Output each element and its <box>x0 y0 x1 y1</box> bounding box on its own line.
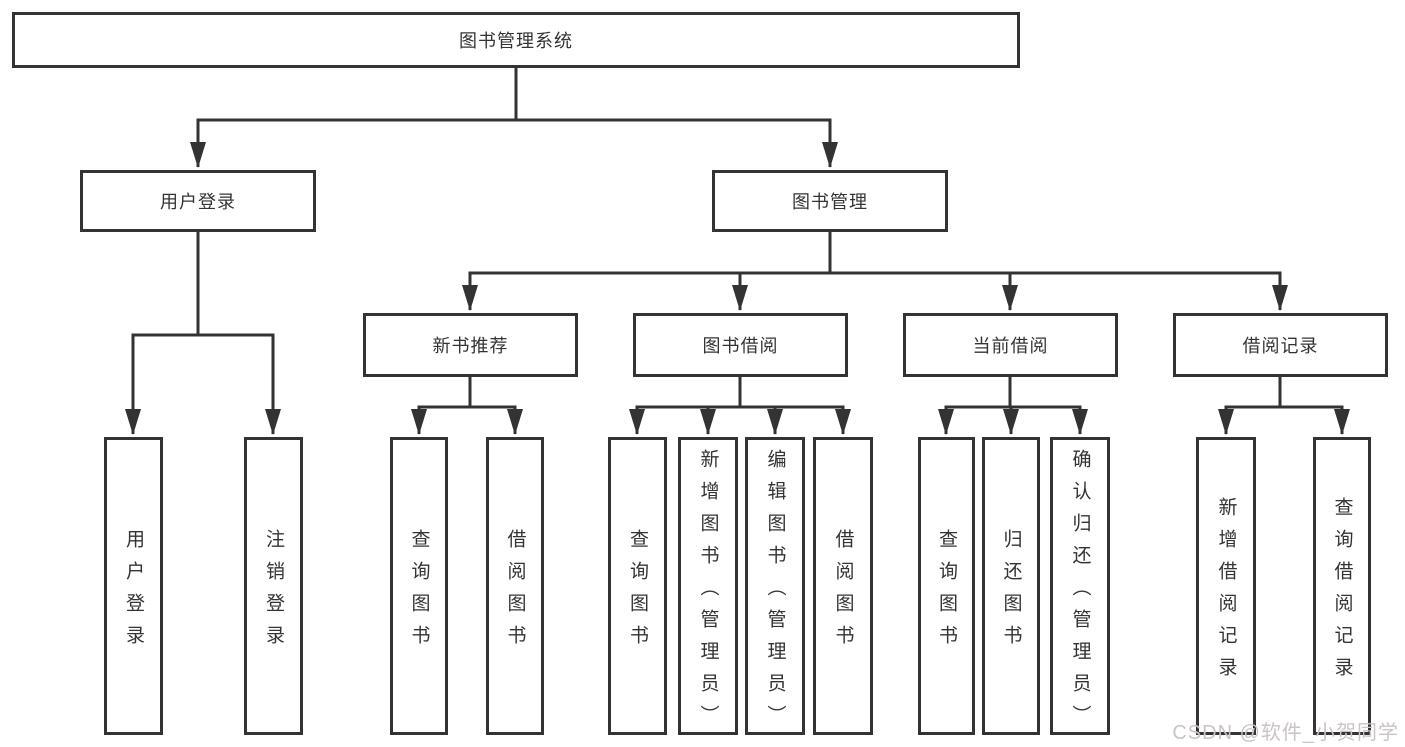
node-leaf-cb-query-books-label: 查询图书 <box>936 528 957 657</box>
connector-new-book-recommend-to-children <box>411 375 523 435</box>
node-leaf-br-add-record: 新增借阅记录 <box>1196 437 1256 735</box>
node-leaf-br-query-record-label: 查询借阅记录 <box>1331 496 1353 689</box>
node-borrowing-records: 借阅记录 <box>1173 313 1388 377</box>
node-leaf-bb-query-books-label: 查询图书 <box>627 528 648 657</box>
csdn-watermark: CSDN @软件_小贺同学 <box>1172 722 1399 744</box>
node-leaf-cb-query-books: 查询图书 <box>918 437 975 735</box>
node-leaf-br-add-record-label: 新增借阅记录 <box>1215 496 1237 689</box>
node-root: 图书管理系统 <box>12 12 1020 68</box>
node-leaf-nbr-query-books-label: 查询图书 <box>408 528 430 657</box>
connector-user-login-to-children <box>125 230 281 435</box>
node-leaf-bb-add-books-admin: 新增图书（管理员） <box>678 437 738 737</box>
connector-borrowing-records-to-children <box>1218 375 1350 435</box>
node-book-management: 图书管理 <box>712 170 948 232</box>
node-leaf-nbr-borrow-books-label: 借阅图书 <box>504 528 526 657</box>
node-current-borrowing-label: 当前借阅 <box>972 336 1049 356</box>
node-leaf-br-query-record: 查询借阅记录 <box>1313 437 1371 735</box>
node-leaf-nbr-query-books: 查询图书 <box>390 437 448 735</box>
node-leaf-bb-borrow-books: 借阅图书 <box>813 437 873 735</box>
node-leaf-logout: 注销登录 <box>244 437 303 735</box>
node-book-management-label: 图书管理 <box>792 192 868 212</box>
node-new-book-recommend-label: 新书推荐 <box>432 336 509 356</box>
connector-book-management-to-children <box>462 230 1288 311</box>
node-user-login: 用户登录 <box>80 170 316 232</box>
node-leaf-cb-confirm-return-admin-label: 确认归还（管理员） <box>1069 448 1091 737</box>
node-book-borrowing-label: 图书借阅 <box>702 336 779 356</box>
connector-root-to-level2 <box>190 66 838 168</box>
node-leaf-cb-return-books: 归还图书 <box>982 437 1040 735</box>
node-leaf-bb-edit-books-admin-label: 编辑图书（管理员） <box>764 448 786 737</box>
node-leaf-bb-add-books-admin-label: 新增图书（管理员） <box>697 448 719 737</box>
node-leaf-user-login: 用户登录 <box>104 437 163 735</box>
node-leaf-cb-return-books-label: 归还图书 <box>1000 528 1022 657</box>
node-borrowing-records-label: 借阅记录 <box>1242 336 1319 356</box>
node-leaf-bb-query-books: 查询图书 <box>608 437 667 735</box>
node-leaf-bb-edit-books-admin: 编辑图书（管理员） <box>745 437 805 737</box>
node-book-borrowing: 图书借阅 <box>633 313 848 377</box>
node-leaf-logout-label: 注销登录 <box>263 528 284 657</box>
connector-current-borrowing-to-children <box>938 375 1088 435</box>
node-root-label: 图书管理系统 <box>459 31 573 51</box>
node-leaf-cb-confirm-return-admin: 确认归还（管理员） <box>1050 437 1110 737</box>
node-current-borrowing: 当前借阅 <box>903 313 1118 377</box>
node-leaf-nbr-borrow-books: 借阅图书 <box>486 437 544 735</box>
node-user-login-label: 用户登录 <box>160 192 236 212</box>
node-new-book-recommend: 新书推荐 <box>363 313 578 377</box>
connector-book-borrowing-to-children <box>629 375 851 435</box>
node-leaf-bb-borrow-books-label: 借阅图书 <box>832 528 854 657</box>
node-leaf-user-login-label: 用户登录 <box>123 528 144 657</box>
